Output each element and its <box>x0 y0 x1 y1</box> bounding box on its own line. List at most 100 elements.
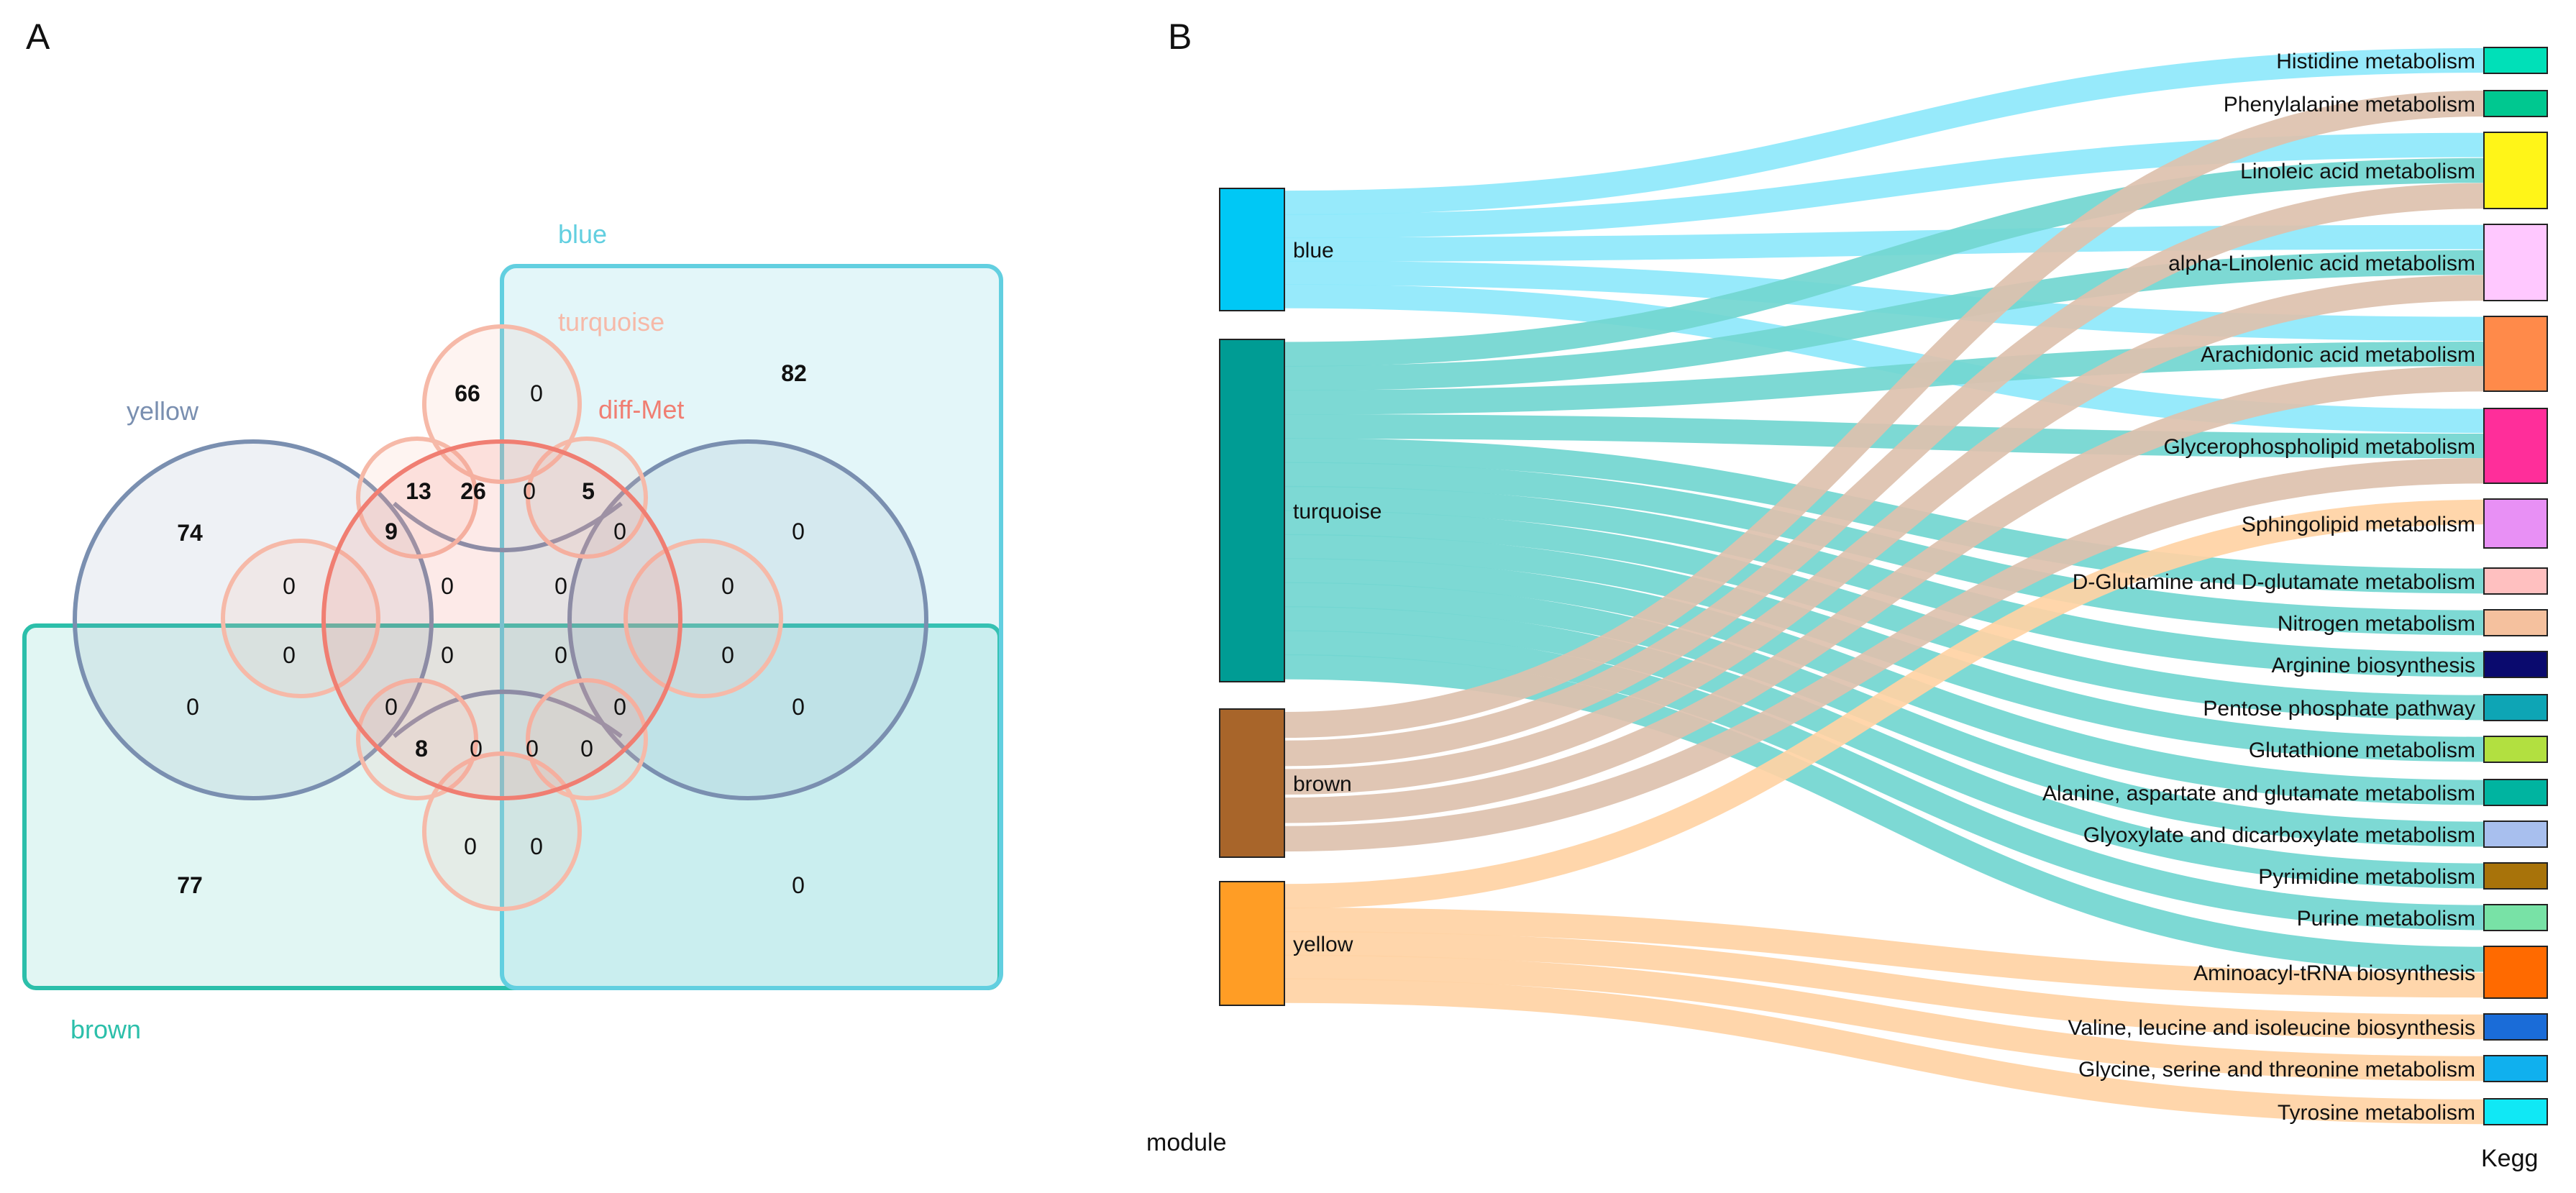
set-blue-rectangle <box>500 264 1003 990</box>
region-count: 0 <box>554 642 567 668</box>
sankey-flow-yellow <box>1284 908 2485 998</box>
set-diff-met-circle <box>321 439 682 800</box>
pathway-label: Glyoxylate and dicarboxylate metabolism <box>2083 823 2475 847</box>
sankey-flow-yellow <box>1284 978 2485 1125</box>
pathway-node <box>2483 316 2548 392</box>
pathway-label: Valine, leucine and isoleucine biosynthe… <box>2068 1016 2475 1040</box>
pathway-label: Arachidonic acid metabolism <box>2201 343 2475 367</box>
module-label: yellow <box>1293 933 1353 956</box>
set-turquoise-circle-lower-left <box>356 678 478 800</box>
pathway-label: alpha-Linolenic acid metabolism <box>2168 252 2475 275</box>
pathway-node <box>2483 1055 2548 1082</box>
sankey-flow-yellow <box>1284 954 2485 1082</box>
region-count: 9 <box>385 518 398 544</box>
sankey-flow-turquoise <box>1284 413 2485 459</box>
region-count: 0 <box>441 642 454 668</box>
region-count: 66 <box>455 380 480 406</box>
pathway-label: Aminoacyl-tRNA biosynthesis <box>2193 961 2475 985</box>
pathway-label: Alanine, aspartate and glutamate metabol… <box>2042 782 2475 805</box>
sankey-flow-yellow <box>1284 931 2485 1040</box>
sankey-nodes: blue turquoise brown yellow Histidine metabo… <box>1219 47 2548 1125</box>
sankey-flow-turquoise <box>1284 438 2485 594</box>
pathway-node <box>2483 1013 2548 1041</box>
set-turquoise-circle-left <box>221 539 380 698</box>
pathway-node <box>2483 779 2548 806</box>
pathway-node <box>2483 408 2548 484</box>
set-label-brown: brown <box>70 1015 141 1044</box>
sankey-flow-turquoise <box>1284 157 2485 367</box>
sankey-flow-brown <box>1284 458 2485 852</box>
set-label-blue: blue <box>558 219 607 249</box>
module-label: turquoise <box>1293 500 1381 524</box>
sankey-flow-brown <box>1284 366 2485 823</box>
region-count: 0 <box>530 380 543 406</box>
pathway-node <box>2483 132 2548 209</box>
region-count: 0 <box>613 518 626 544</box>
sankey-flow-turquoise <box>1284 250 2485 391</box>
module-node-yellow <box>1219 881 1285 1006</box>
module-node-blue <box>1219 188 1285 311</box>
module-axis-label: module <box>1146 1129 1227 1156</box>
pathway-node <box>2483 567 2548 595</box>
set-turquoise-circle-upper-left <box>356 436 478 559</box>
pathway-label: Sphingolipid metabolism <box>2242 513 2475 536</box>
module-label: brown <box>1293 772 1352 796</box>
pathway-node <box>2483 904 2548 931</box>
set-yellow-ellipse-left <box>73 439 434 800</box>
pathway-label: Purine metabolism <box>2297 907 2475 931</box>
pathway-node <box>2483 609 2548 636</box>
pathway-label: Tyrosine metabolism <box>2278 1101 2475 1125</box>
pathway-node <box>2483 862 2548 890</box>
pathway-label: Glycine, serine and threonine metabolism <box>2078 1058 2475 1082</box>
pathway-node <box>2483 224 2548 301</box>
sankey-flow-yellow <box>1284 499 2485 909</box>
region-count: 0 <box>792 518 805 544</box>
venn-counts: 82 66 0 74 13 26 0 5 9 0 0 0 0 0 0 0 0 0… <box>177 360 807 898</box>
pathway-node <box>2483 736 2548 763</box>
region-count: 0 <box>530 833 543 859</box>
region-count: 26 <box>460 478 486 504</box>
set-turquoise-circle-right <box>624 539 783 698</box>
region-count: 0 <box>523 478 536 504</box>
region-count: 0 <box>526 736 539 762</box>
venn-diagram: A blue turquoise diff-Met yellow brown 8… <box>22 17 1003 1044</box>
region-count: 74 <box>177 520 203 546</box>
region-count: 0 <box>441 573 454 599</box>
kegg-axis-label: Kegg <box>2481 1145 2538 1172</box>
pathway-label: Phenylalanine metabolism <box>2224 93 2475 116</box>
region-count: 0 <box>385 694 398 720</box>
set-yellow-bottom-arc <box>393 690 623 739</box>
region-count: 0 <box>283 573 296 599</box>
pathway-label: Glutathione metabolism <box>2249 739 2475 762</box>
sankey-flow-turquoise <box>1284 510 2485 721</box>
set-yellow-top-arc <box>393 501 623 552</box>
pathway-label: Pyrimidine metabolism <box>2258 865 2475 889</box>
sankey-flow-blue <box>1284 224 2485 262</box>
set-turquoise-circle-upper-right <box>526 436 648 559</box>
set-label-turquoise: turquoise <box>558 307 664 337</box>
region-count: 5 <box>582 478 595 504</box>
pathway-label: Histidine metabolism <box>2276 50 2475 73</box>
module-node-brown <box>1219 708 1285 858</box>
set-label-diff-met: diff-Met <box>598 395 684 424</box>
set-turquoise-circle-top <box>422 324 582 484</box>
set-label-yellow: yellow <box>127 396 199 426</box>
pathway-node <box>2483 651 2548 678</box>
module-label: blue <box>1293 239 1334 262</box>
pathway-label: Arginine biosynthesis <box>2272 654 2476 677</box>
region-count: 0 <box>186 694 199 720</box>
region-count: 0 <box>283 642 296 668</box>
pathway-node <box>2483 90 2548 117</box>
sankey-flow-blue <box>1284 47 2485 216</box>
sankey-flows <box>1284 47 2485 1125</box>
pathway-label: Pentose phosphate pathway <box>2203 697 2475 721</box>
sankey-flow-turquoise <box>1284 606 2485 889</box>
region-count: 13 <box>406 478 431 504</box>
region-count: 0 <box>721 573 734 599</box>
sankey-flow-brown <box>1284 183 2485 767</box>
pathway-node <box>2483 946 2548 999</box>
region-count: 82 <box>781 360 807 386</box>
sankey-flow-brown <box>1284 91 2485 738</box>
sankey-flow-turquoise <box>1284 341 2485 415</box>
